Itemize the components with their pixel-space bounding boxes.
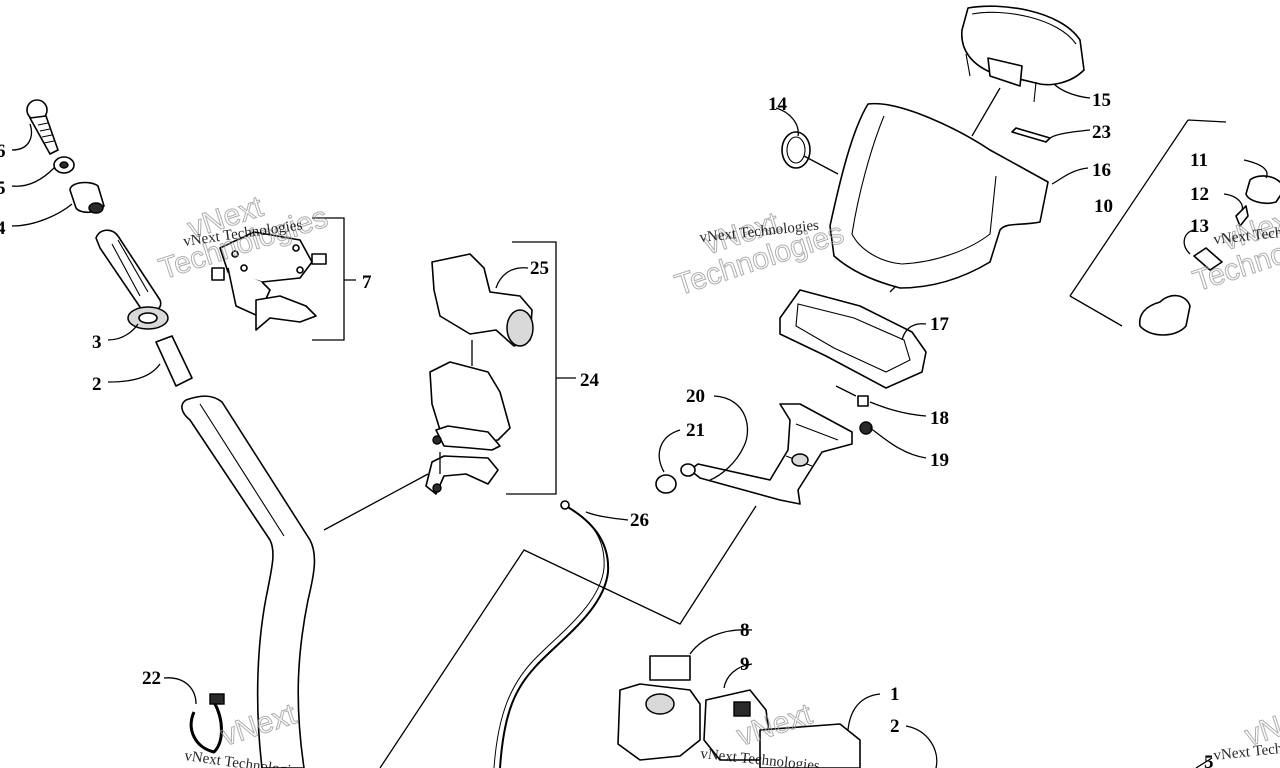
callout-7: 7 [362,272,372,293]
visor-cover-icon [829,102,1049,289]
bezel-icon [779,289,927,389]
washer-icon [53,156,75,174]
o-ring-icon [781,131,811,169]
callout-15: 15 [1092,90,1111,111]
callout-2: 2 [890,716,900,737]
grommet-icon [857,395,873,435]
cable-icon [493,500,610,768]
callout-9: 9 [740,654,750,675]
sleeve-icon [155,335,193,387]
callout-6: 6 [0,141,6,162]
callout-13: 13 [1190,216,1209,237]
callout-21: 21 [686,420,705,441]
mounting-bracket-icon [689,403,853,505]
callout-2: 2 [92,374,102,395]
callout-25: 25 [530,258,549,279]
callout-5: 5 [0,178,6,199]
grip-icon [95,229,169,330]
callout-22: 22 [142,668,161,689]
callout-24: 24 [580,370,600,391]
throttle-control-icon [211,231,327,331]
bolt-icon [26,99,59,155]
seal-strip-icon [1011,127,1051,143]
switch-block-icon [703,689,861,768]
callout-23: 23 [1092,122,1111,143]
switch-housing-icon [425,253,534,495]
callout-labels: 6 5 4 3 2 7 25 24 14 15 23 16 10 11 12 1… [0,90,1214,768]
callout-11: 11 [1190,150,1208,171]
callout-18: 18 [930,408,949,429]
cable-tie-icon [189,693,225,754]
master-cylinder-icon [617,655,701,761]
leader-lines [11,83,1268,768]
callout-8: 8 [740,620,750,641]
watermark-2: vNext Technologies [671,205,849,302]
ignition-switch-icon [1069,119,1280,336]
callout-12: 12 [1190,184,1209,205]
washer-21-icon [655,463,696,494]
callout-26: 26 [630,510,649,531]
callout-1: 1 [890,684,900,705]
handlebar-icon [181,395,316,768]
callout-14: 14 [768,94,788,115]
callout-4: 4 [0,218,6,239]
callout-20: 20 [686,386,705,407]
callout-19: 19 [930,450,949,471]
callout-17: 17 [930,314,950,335]
callout-16: 16 [1092,160,1111,181]
callout-5: 5 [1204,752,1214,768]
callout-10: 10 [1094,196,1113,217]
gauge-icon [961,5,1085,103]
callout-3: 3 [92,332,102,353]
bar-end-icon [69,181,105,214]
